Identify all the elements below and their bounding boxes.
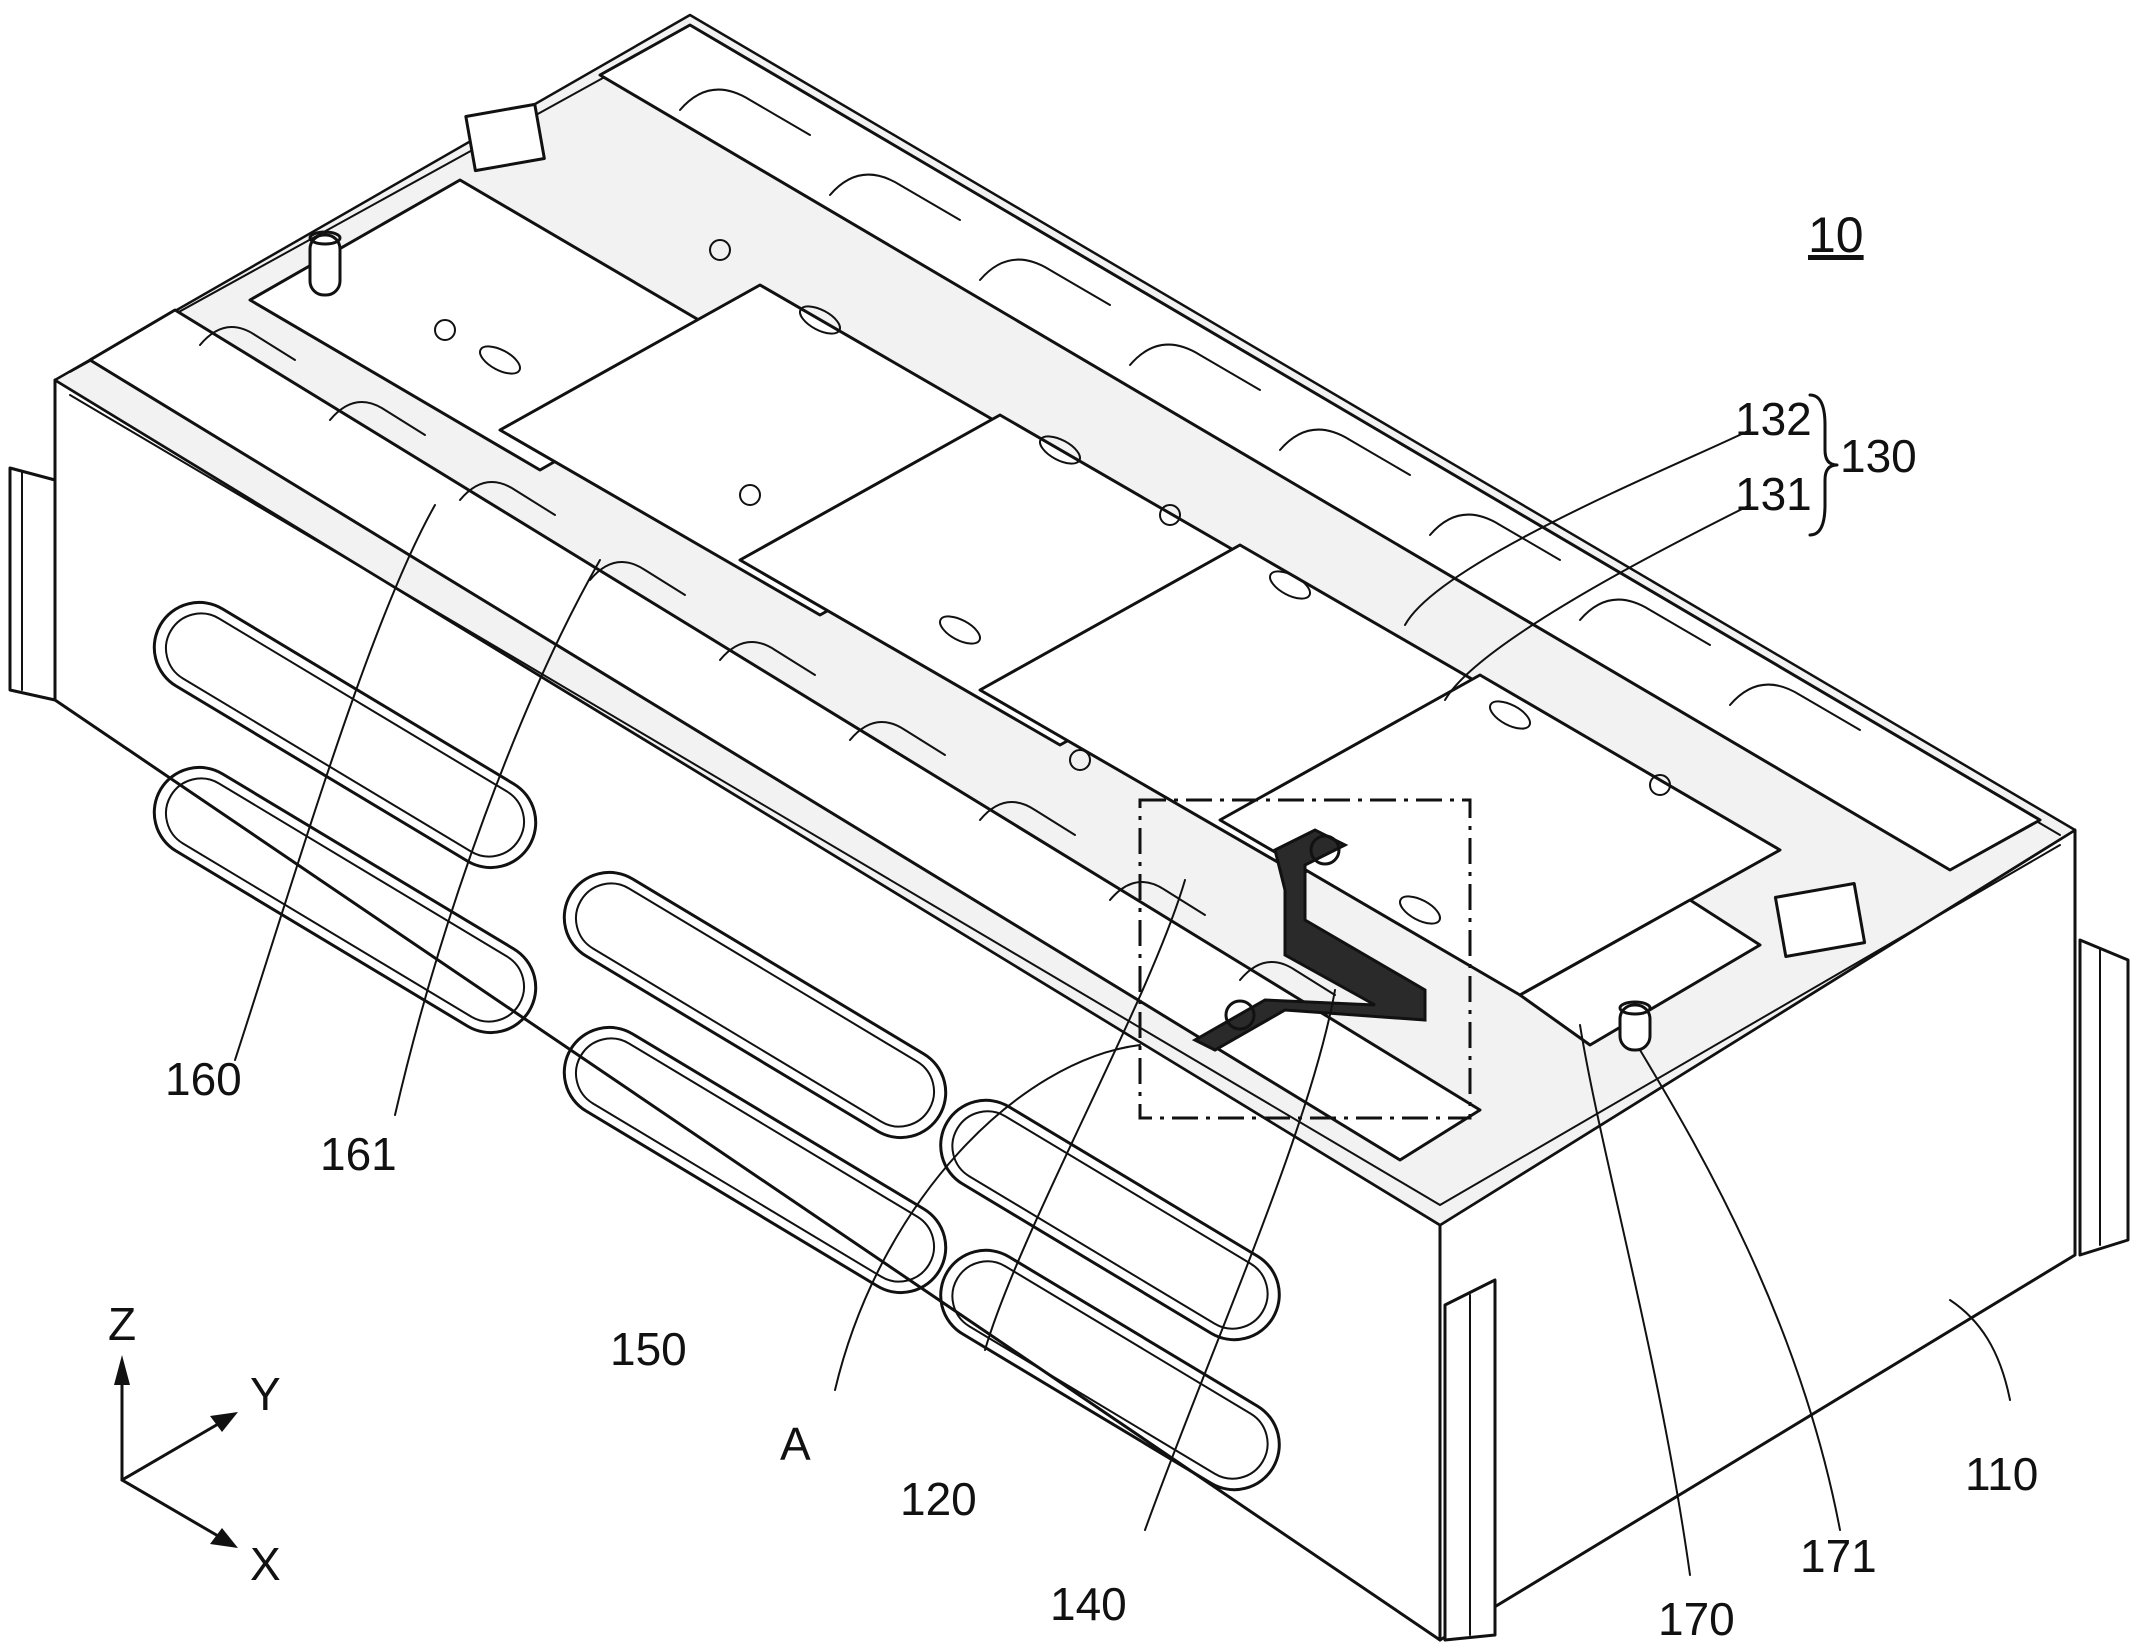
- right-terminal-post: [1618, 1003, 1652, 1052]
- label-161: 161: [320, 1128, 397, 1180]
- label-120: 120: [900, 1473, 977, 1525]
- rear-connector: [464, 102, 546, 173]
- axis-label-y: Y: [250, 1368, 281, 1420]
- left-terminal-post: [308, 233, 342, 297]
- end-cover-plate: [1518, 898, 1762, 1047]
- y-axis-arrow: [210, 1412, 238, 1432]
- brace-130: [1808, 393, 1839, 537]
- cover-plate-5: [1218, 673, 1782, 997]
- axis-label-z: Z: [108, 1298, 136, 1350]
- screws: [434, 239, 1671, 796]
- label-140: 140: [1050, 1578, 1127, 1630]
- label-A: A: [780, 1418, 811, 1470]
- left-flange: [8, 466, 57, 702]
- label-160: 160: [165, 1053, 242, 1105]
- z-axis-arrow: [114, 1355, 130, 1385]
- front-busbar-frame: [88, 308, 1482, 1162]
- sensing-line-140: [1191, 828, 1427, 1052]
- leader-lines: [234, 429, 2011, 1576]
- label-132: 132: [1735, 393, 1812, 445]
- axis-indicator: [114, 1355, 238, 1548]
- front-connector: [1773, 882, 1867, 958]
- label-131: 131: [1735, 468, 1812, 520]
- rear-cell-tabs: [679, 88, 1861, 731]
- label-171: 171: [1800, 1530, 1877, 1582]
- figure-number: 10: [1808, 207, 1864, 263]
- rear-busbar-frame: [598, 23, 2042, 872]
- x-axis-arrow: [210, 1528, 238, 1548]
- end-plate-flange-right: [2078, 938, 2130, 1257]
- label-110: 110: [1965, 1448, 2038, 1500]
- label-130: 130: [1840, 430, 1917, 482]
- axis-label-x: X: [250, 1538, 281, 1590]
- side-plate-openings: [152, 600, 1281, 1492]
- label-150: 150: [610, 1323, 687, 1375]
- label-170: 170: [1658, 1593, 1735, 1643]
- slot-holes: [479, 305, 1531, 925]
